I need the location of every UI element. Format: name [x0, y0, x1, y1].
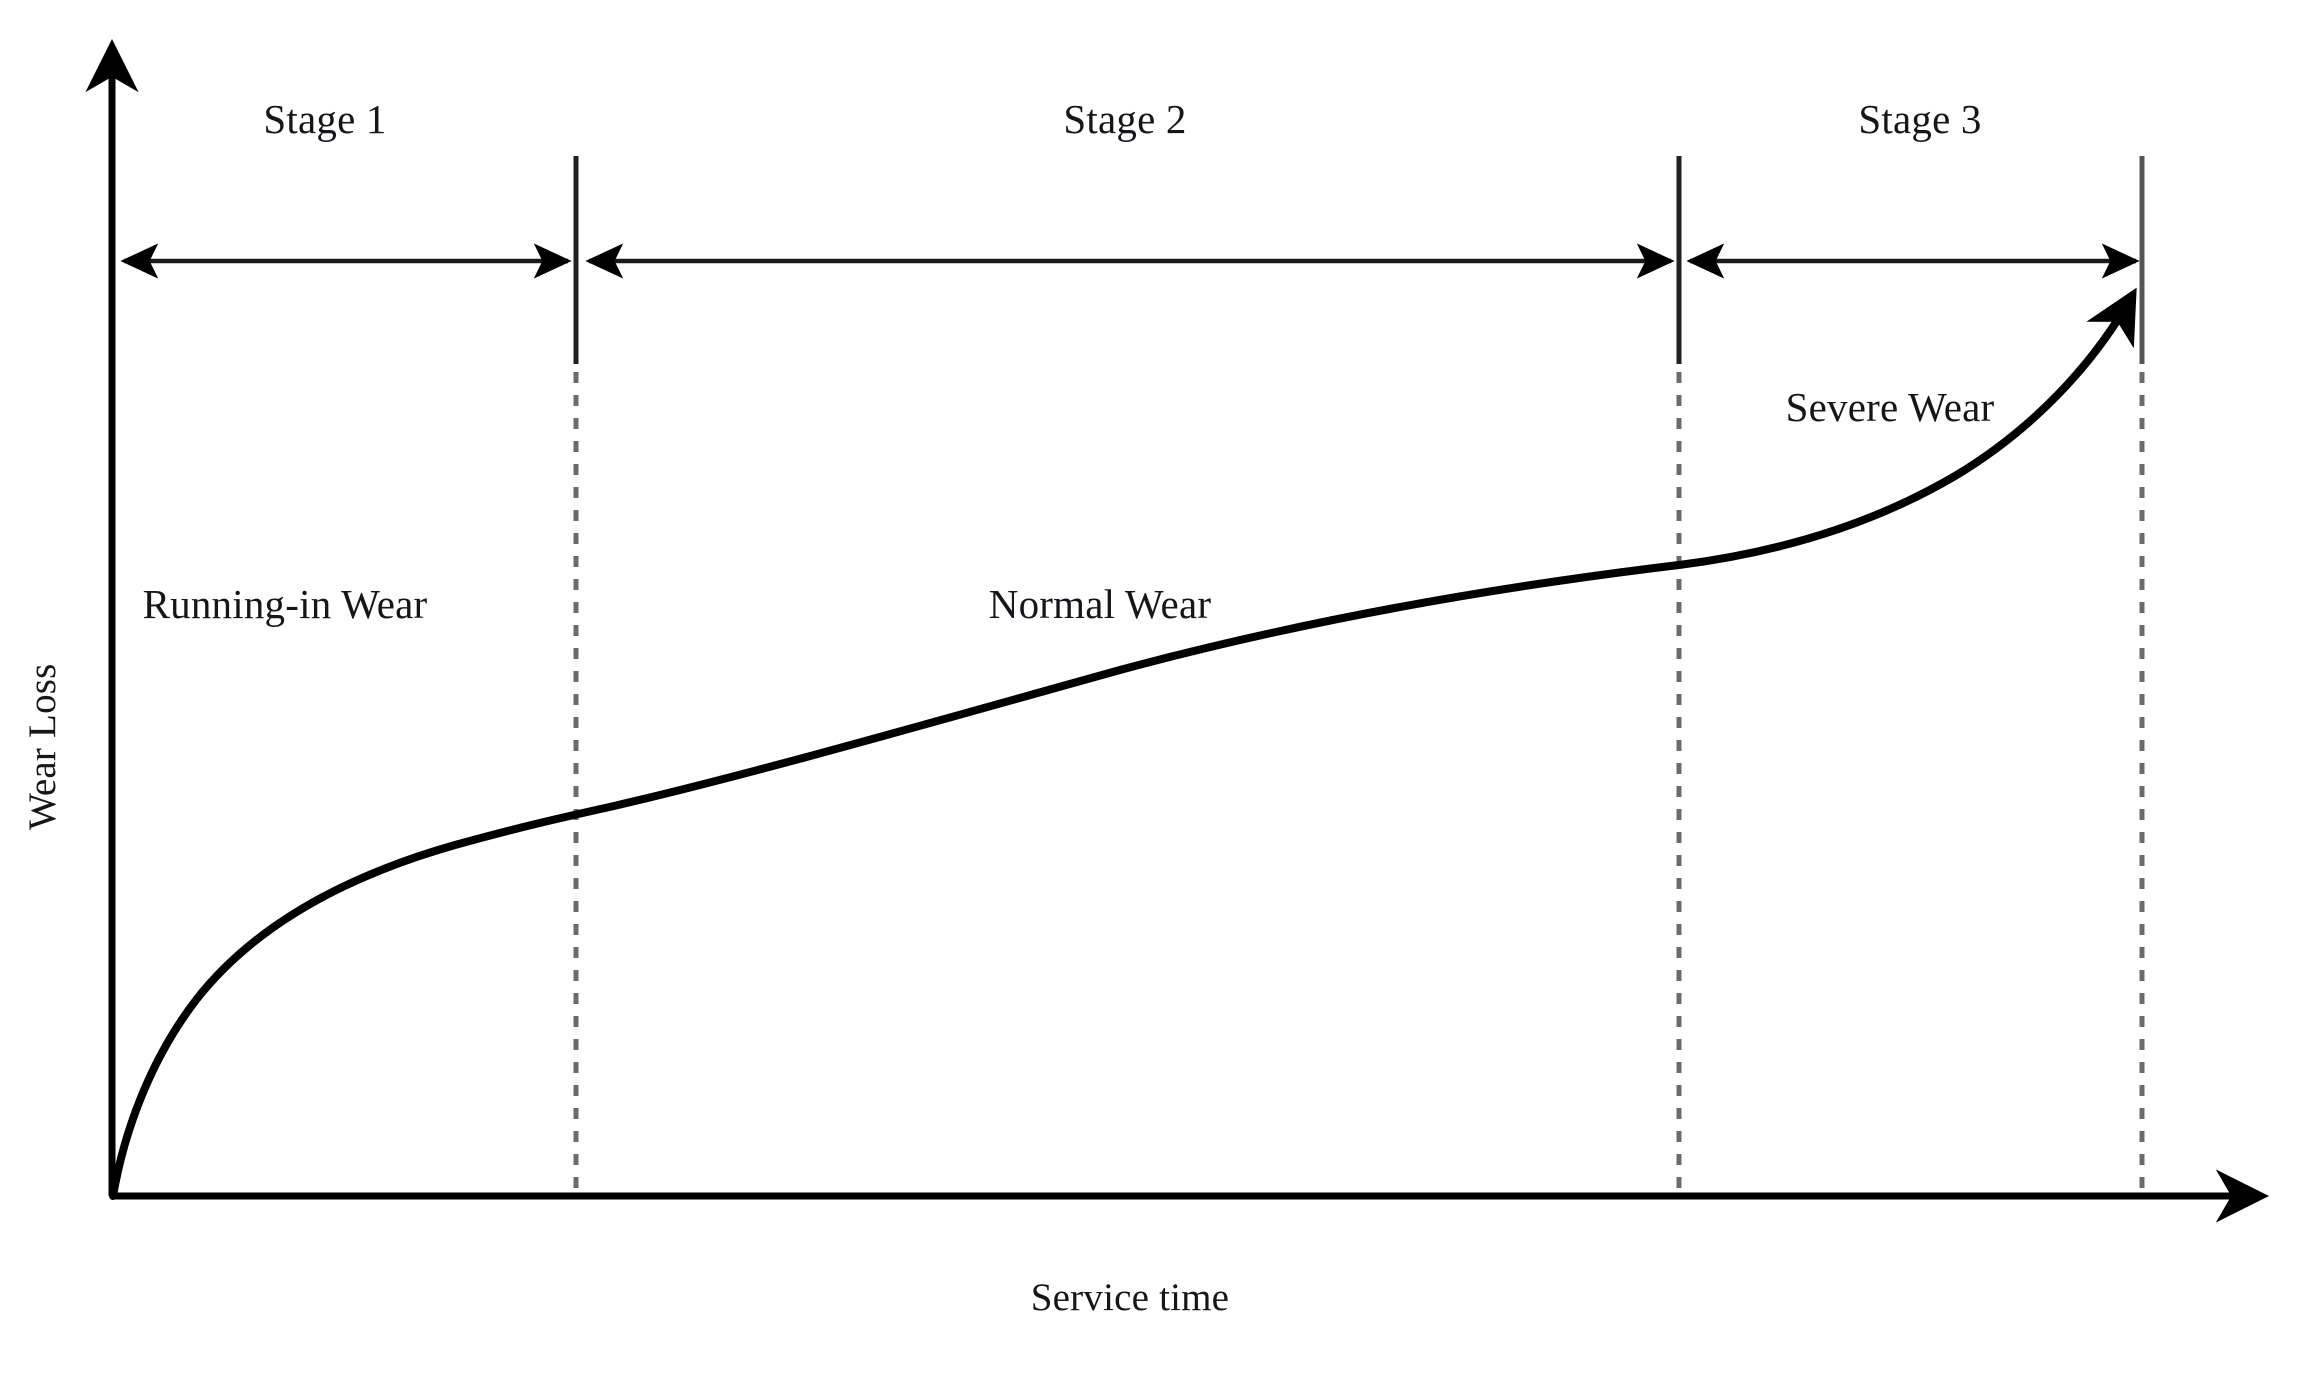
running-in-wear-label: Running-in Wear: [142, 581, 428, 627]
x-axis-title: Service time: [1030, 1276, 1230, 1319]
stage-3-label: Stage 3: [1858, 96, 1982, 142]
y-axis-title: Wear Loss: [21, 663, 64, 830]
normal-wear-label: Normal Wear: [988, 581, 1212, 627]
severe-wear-label: Severe Wear: [1785, 384, 1995, 430]
stage-1-label: Stage 1: [263, 96, 387, 142]
stage-2-label: Stage 2: [1063, 96, 1187, 142]
wear-loss-curve: [109, 287, 2137, 1200]
